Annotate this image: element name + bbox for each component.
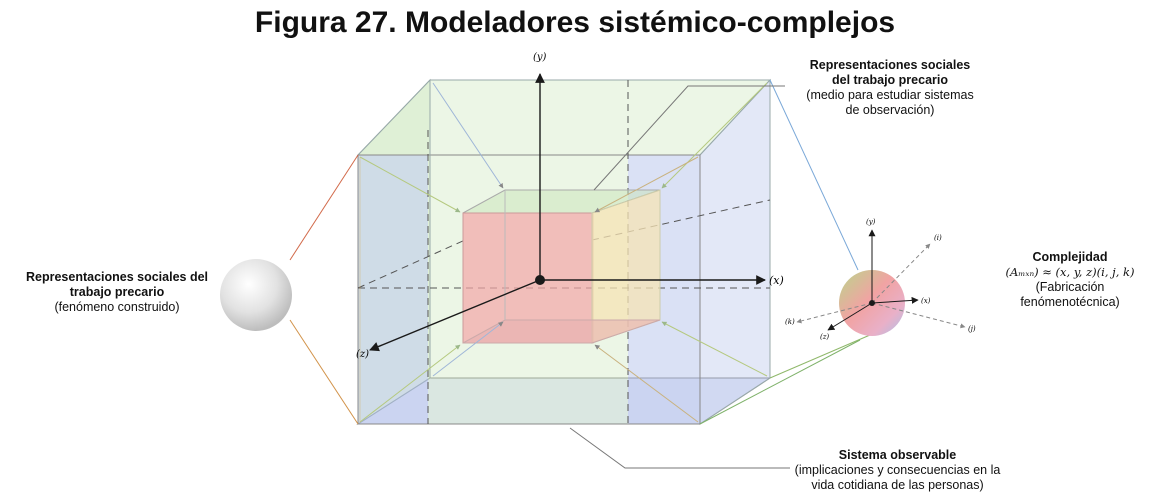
sphere-axes [796, 229, 966, 331]
label-top-subtitle-2: de observación) [845, 103, 935, 117]
label-left-subtitle: (fenómeno construido) [54, 300, 180, 314]
dashed-diag-left [357, 239, 466, 289]
sphere-z-axis [827, 302, 873, 331]
z-axis [369, 279, 541, 352]
connector-right-front [699, 339, 861, 425]
label-right-subtitle-2: fenómenotécnica) [1020, 295, 1120, 309]
label-bottom-title: Sistema observable [838, 448, 957, 462]
label-bottom: Sistema observable (implicaciones y cons… [785, 448, 1010, 493]
sphere-label-j: (j) [968, 325, 976, 333]
figure-title: Figura 27. Modeladores sistémico-complej… [254, 6, 896, 39]
front-panel-blue-left [358, 155, 428, 424]
arrow-tl-back [432, 82, 504, 189]
connection-arrows [359, 82, 768, 423]
inner-bottom-face [462, 319, 661, 344]
label-right-title: Complejidad [1032, 250, 1108, 264]
label-top: Representaciones sociales del trabajo pr… [790, 58, 990, 118]
sphere-label-k: (k) [785, 318, 795, 326]
arrow-tr-back [661, 82, 768, 189]
label-right-formula: (Aₘₓₙ) ≈ (x, y, z)(i, j, k) [1005, 265, 1135, 279]
sphere-left [220, 259, 292, 331]
label-left-title-1: Representaciones sociales del [25, 270, 209, 284]
arrow-br-back [661, 321, 768, 377]
sphere-label-z: (z) [820, 333, 829, 341]
connector-left-bottom [289, 319, 359, 425]
label-top-title-1: Representaciones sociales [809, 58, 971, 72]
front-frame [357, 154, 701, 425]
label-bottom-subtitle-2: vida cotidiana de las personas) [811, 478, 984, 492]
arrow-bl-back [432, 321, 504, 377]
connector-right-top [769, 79, 859, 271]
label-top-title-2: del trabajo precario [831, 73, 948, 87]
sphere-label-x: (x) [921, 297, 931, 305]
label-left: Representaciones sociales del trabajo pr… [6, 270, 228, 315]
axis-label-z: (z) [356, 349, 369, 360]
sphere-label-i: (i) [934, 234, 942, 242]
callout-top [593, 85, 785, 191]
connector-right-bottom [769, 334, 871, 379]
connector-left-top [289, 154, 359, 261]
arrow-bl-front [359, 344, 461, 423]
callout-bottom [569, 427, 790, 469]
origin-dot [535, 275, 545, 285]
sphere-j-axis [871, 302, 966, 329]
label-right-subtitle-1: (Fabricación [1035, 280, 1105, 294]
axis-label-y: (y) [533, 52, 547, 63]
arrow-br-front [594, 344, 699, 423]
arrow-tl-outer [359, 156, 461, 213]
arrow-tr-front [594, 156, 699, 213]
label-top-subtitle-1: (medio para estudiar sistemas [806, 88, 974, 102]
main-axes [369, 73, 766, 352]
axis-label-x: (x) [769, 274, 784, 287]
sphere-k-axis [796, 302, 873, 324]
sphere-x-axis [871, 296, 919, 304]
sphere-origin-dot [869, 300, 875, 306]
sphere-label-y: (y) [866, 218, 876, 226]
label-left-title-2: trabajo precario [69, 285, 165, 299]
label-bottom-subtitle-1: (implicaciones y consecuencias en la [794, 463, 1001, 477]
inner-cube [462, 189, 661, 344]
label-right: Complejidad (Aₘₓₙ) ≈ (x, y, z)(i, j, k) … [990, 250, 1150, 310]
